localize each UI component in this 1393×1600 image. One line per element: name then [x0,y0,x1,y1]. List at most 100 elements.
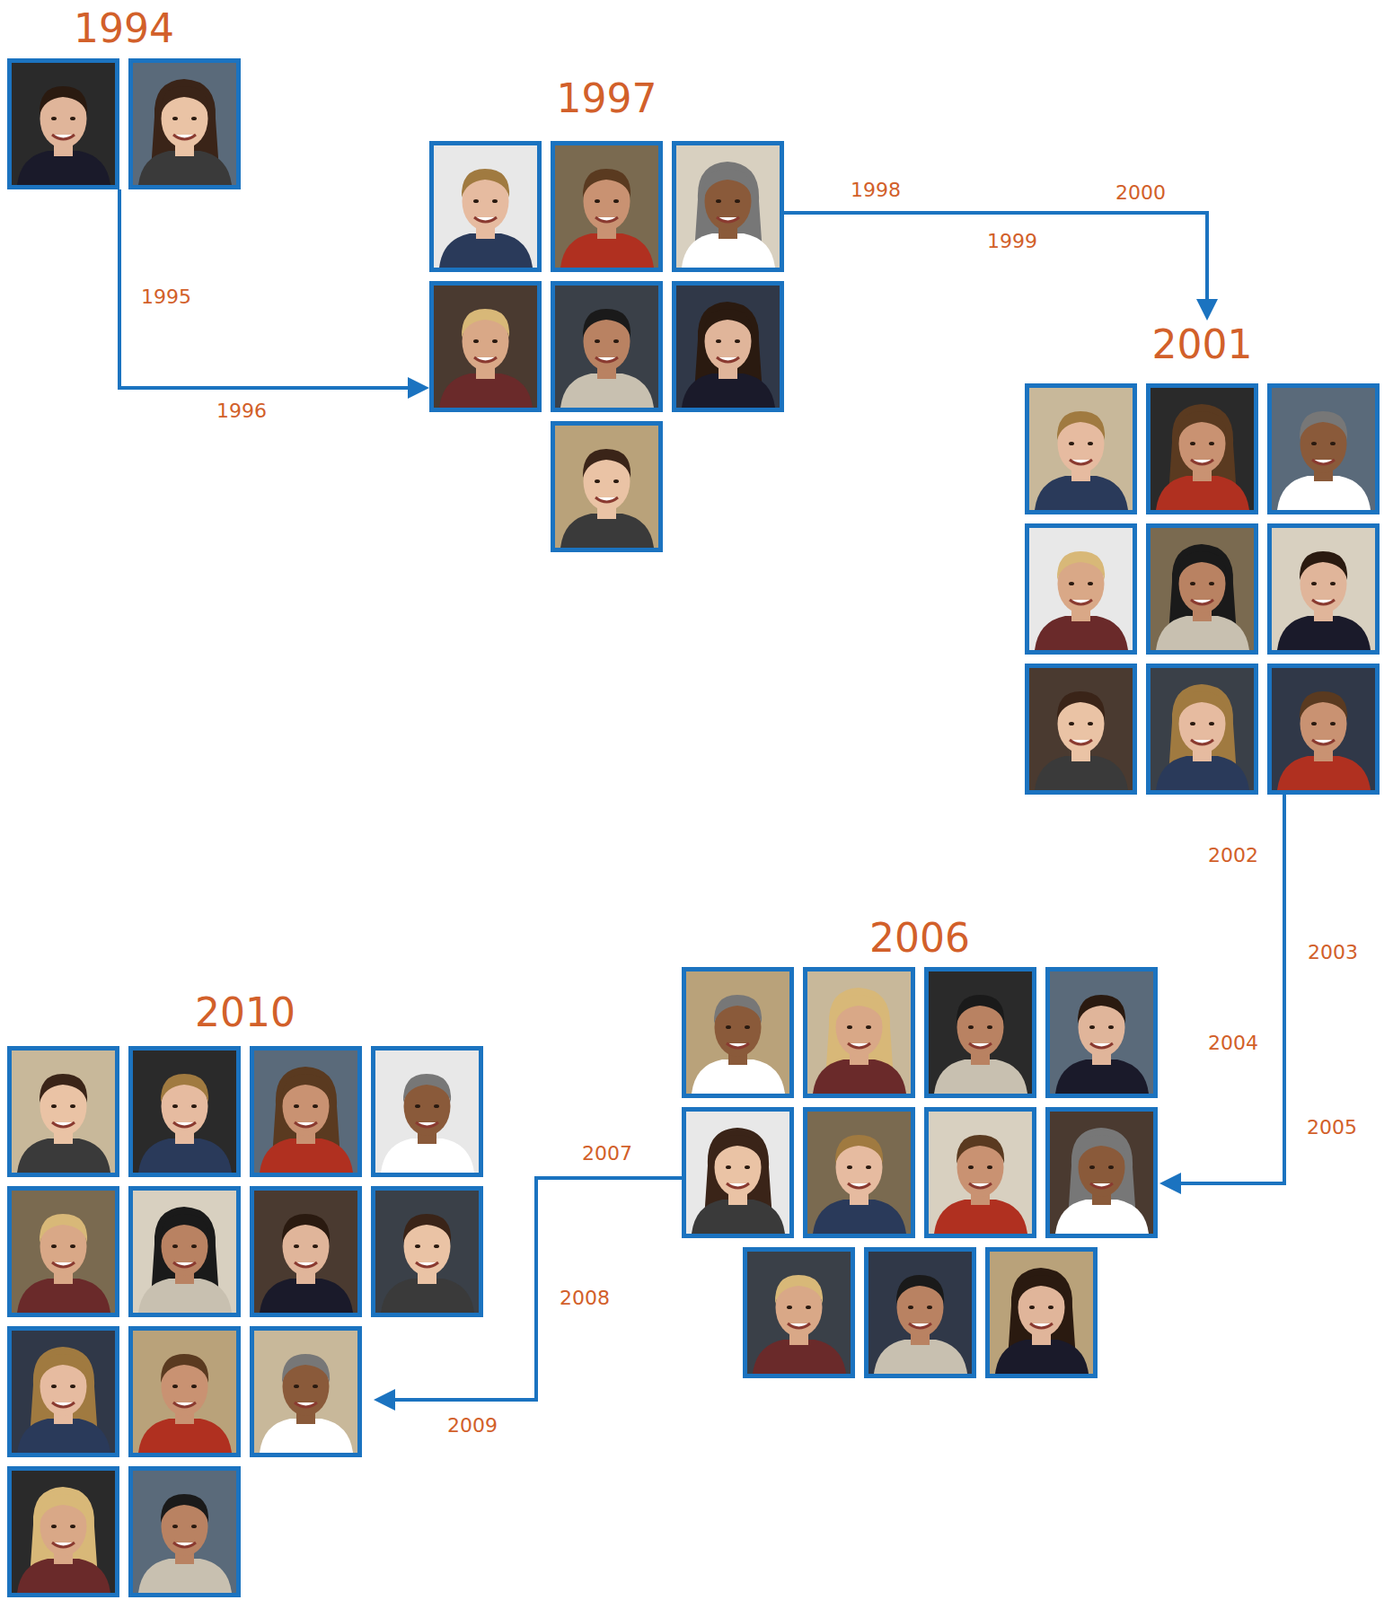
year-label: 1996 [214,399,269,423]
timeline-arrow [119,189,426,388]
portrait-photo [1146,663,1259,795]
portrait-photo [1267,523,1380,655]
portrait-photo [7,1326,120,1458]
portrait-figure [433,145,538,268]
portrait-photo [370,1186,484,1318]
portrait-figure [686,971,790,1094]
portrait-figure [1029,528,1133,651]
portrait-photo [1146,523,1259,655]
portrait-photo [1045,967,1158,1099]
portrait-figure [1049,1111,1154,1235]
portrait-figure [11,1331,115,1454]
portrait-figure [254,1050,358,1173]
portrait-figure [989,1251,1094,1375]
year-heading: 2001 [1006,322,1393,368]
portrait-figure [1271,668,1376,791]
portrait-photo [681,967,794,1099]
portrait-figure [676,285,780,408]
portrait-photo [1024,523,1138,655]
portrait-figure [132,1190,237,1314]
portrait-figure [254,1331,358,1454]
portrait-photo [128,58,241,190]
year-group: 1997 [429,76,785,553]
portrait-figure [555,145,659,268]
year-heading: 1994 [0,6,259,52]
portrait-photo [924,967,1037,1099]
year-label: 2003 [1305,941,1360,964]
portrait-figure [132,1050,237,1173]
portrait-photo [7,1186,120,1318]
year-label: 2000 [1113,181,1168,204]
year-label: 2004 [1206,1031,1261,1055]
portrait-figure [11,1190,115,1314]
portrait-figure [1049,971,1154,1094]
portrait-figure [928,971,1032,1094]
portrait-figure [1029,668,1133,791]
portrait-photo [1267,663,1380,795]
portrait-figure [254,1190,358,1314]
portrait-figure [868,1251,972,1375]
year-label: 1998 [848,178,903,202]
portrait-figure [1271,528,1376,651]
year-label: 1995 [139,285,194,309]
portrait-photo [742,1247,856,1379]
year-label: 2007 [580,1142,635,1165]
year-group: 2006 [681,916,1158,1379]
portrait-photo [1146,383,1259,515]
portrait-photo [7,1466,120,1598]
portrait-figure [1029,387,1133,511]
portrait-photo [249,1326,362,1458]
year-group: 1994 [7,6,241,190]
portrait-figure [132,1471,237,1594]
year-group: 2001 [1024,322,1380,795]
portrait-photo [550,421,663,553]
portrait-photo [924,1107,1037,1239]
year-label: 2009 [445,1414,500,1438]
portrait-figure [807,1111,911,1235]
portrait-photo [1024,663,1138,795]
portrait-photo [249,1046,362,1178]
portrait-photo [550,141,663,273]
portrait-figure [1150,387,1254,511]
year-label: 2008 [557,1287,612,1310]
portrait-photo [671,281,785,413]
timeline-arrow [784,212,1208,318]
year-heading: 2010 [0,990,502,1036]
timeline-arrow [1163,794,1285,1184]
portrait-figure [1271,387,1376,511]
portrait-photo [802,967,916,1099]
portrait-photo [128,1326,241,1458]
portrait-photo [128,1466,241,1598]
portrait-figure [11,1471,115,1594]
portrait-photo [671,141,785,273]
portrait-photo [864,1247,977,1379]
portrait-photo [429,281,542,413]
portrait-figure [1150,528,1254,651]
portrait-photo [681,1107,794,1239]
portrait-figure [375,1050,479,1173]
portrait-figure [555,425,659,548]
portrait-figure [11,1050,115,1173]
year-label: 1999 [985,229,1040,253]
portrait-photo [249,1186,362,1318]
portrait-photo [1267,383,1380,515]
portrait-photo [7,1046,120,1178]
portrait-photo [1045,1107,1158,1239]
portrait-photo [128,1186,241,1318]
portrait-photo [1024,383,1138,515]
portrait-photo [128,1046,241,1178]
year-group: 2010 [7,990,484,1598]
portrait-figure [375,1190,479,1314]
portrait-photo [7,58,120,190]
portrait-figure [433,285,538,408]
portrait-photo [370,1046,484,1178]
portrait-figure [928,1111,1032,1235]
portrait-figure [555,285,659,408]
portrait-figure [1150,668,1254,791]
year-heading: 1997 [411,76,803,122]
portrait-figure [676,145,780,268]
year-heading: 2006 [663,916,1176,961]
year-label: 2002 [1206,844,1261,867]
portrait-figure [132,1331,237,1454]
portrait-figure [132,62,237,186]
